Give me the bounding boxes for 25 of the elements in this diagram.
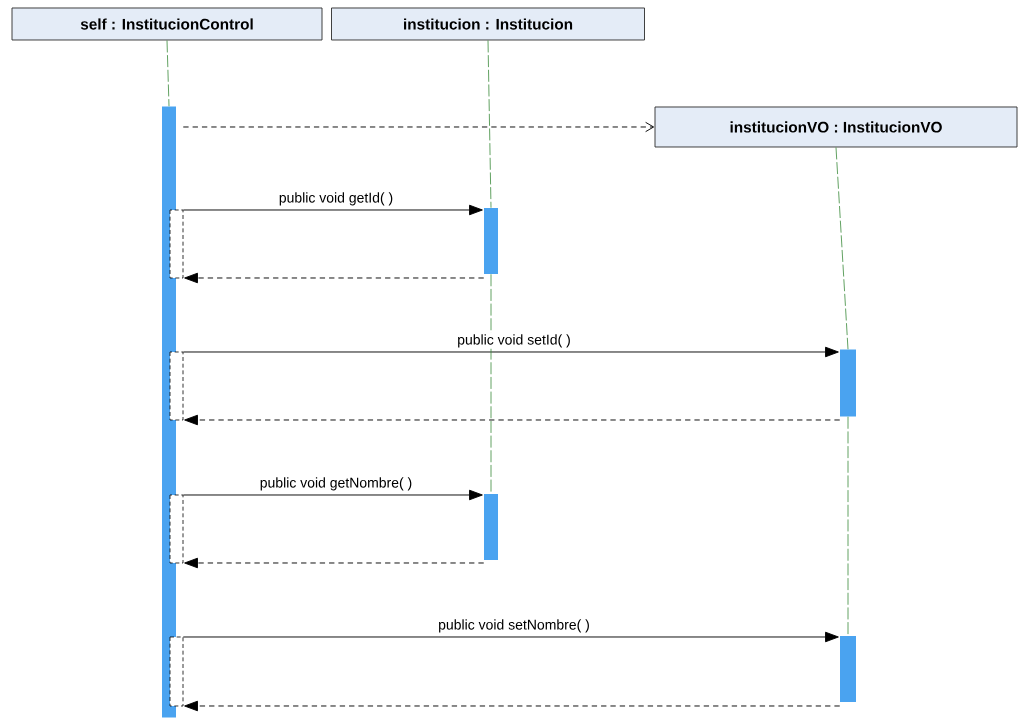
edge-label: public void setNombre( )	[436, 618, 592, 634]
arrow	[184, 414, 841, 426]
arrow	[184, 272, 485, 284]
activation-bar	[840, 349, 856, 417]
activation-bar	[840, 636, 856, 702]
lifeline	[166, 40, 170, 107]
lifeline	[490, 273, 492, 495]
edge-label: public void getNombre( )	[258, 476, 414, 492]
arrow	[182, 631, 839, 643]
edge-label: public void getId( )	[277, 191, 395, 207]
arrow	[184, 557, 485, 569]
activation-bar	[484, 208, 498, 274]
lifeline	[847, 416, 849, 637]
arrow	[182, 121, 655, 133]
arrow	[184, 700, 841, 712]
lifeline-head: institucion : Institucion	[331, 7, 645, 41]
lifeline	[487, 40, 492, 209]
arrow	[182, 346, 839, 358]
activation-bar	[484, 494, 498, 560]
edge-label: public void setId( )	[455, 333, 573, 349]
lifeline-head: institucionVO : InstitucionVO	[654, 106, 1018, 148]
arrow	[182, 204, 483, 216]
arrow	[182, 489, 483, 501]
lifeline	[835, 147, 849, 350]
lifeline-head: self : InstitucionControl	[11, 7, 323, 41]
